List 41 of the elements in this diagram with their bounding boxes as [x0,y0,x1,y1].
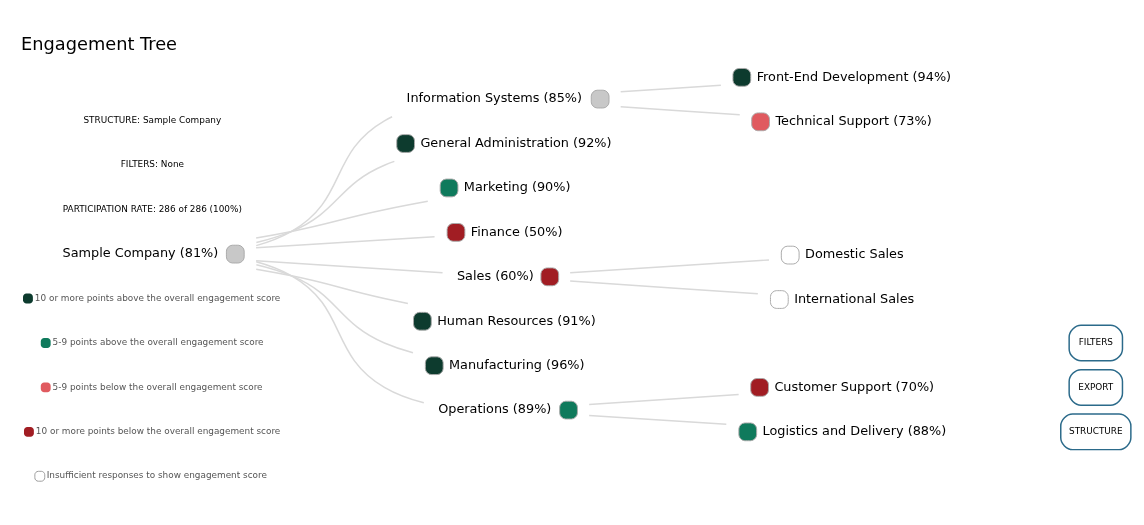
label: EXPORT [1078,381,1114,392]
legend-label: 5-9 points above the overall engagement score [52,336,264,347]
node-label: Operations (89%) [438,400,552,416]
node-label: Customer Support (70%) [774,378,935,394]
connector [619,84,722,92]
node-label: Sample Company (81%) [62,244,219,260]
label: STRUCTURE: Sample Company [83,114,222,125]
label: FILTERS [1078,336,1113,347]
node-label: Finance (50%) [470,223,563,239]
connector [569,258,770,273]
node-label: Sales (60%) [456,267,534,283]
node-label: Human Resources (91%) [437,312,596,328]
node-label: General Administration (92%) [420,134,612,150]
connector [255,115,393,246]
legend-label: Insufficient responses to show engagement score [46,469,267,480]
node-label: Manufacturing (96%) [449,356,585,372]
connector [255,259,444,273]
connector [255,268,409,304]
connector [255,235,436,248]
node-label: Domestic Sales [805,245,904,261]
connector [619,105,741,116]
node-label: Logistics and Delivery (88%) [762,422,947,438]
connector [569,279,759,294]
connector [255,160,396,243]
connector [588,393,740,405]
label: STRUCTURE [1069,425,1123,436]
connector [255,263,414,353]
node-label: Technical Support (73%) [775,112,932,128]
connector [588,414,728,425]
legend-label: 5-9 points below the overall engagement score [52,381,263,392]
legend-label: 10 or more points below the overall engagement score [35,425,281,436]
label: FILTERS: None [120,158,184,169]
node-label: Information Systems (85%) [406,89,583,105]
legend-label: 10 or more points above the overall engagement score [34,292,281,303]
connector [255,200,429,239]
connector [255,260,425,404]
diagram-title: Engagement Tree [21,33,178,54]
node-label: Marketing (90%) [463,178,571,194]
label: PARTICIPATION RATE: 286 of 286 (100%) [62,203,242,214]
node-label: Front-End Development (94%) [756,68,952,84]
node-label: International Sales [794,290,915,306]
